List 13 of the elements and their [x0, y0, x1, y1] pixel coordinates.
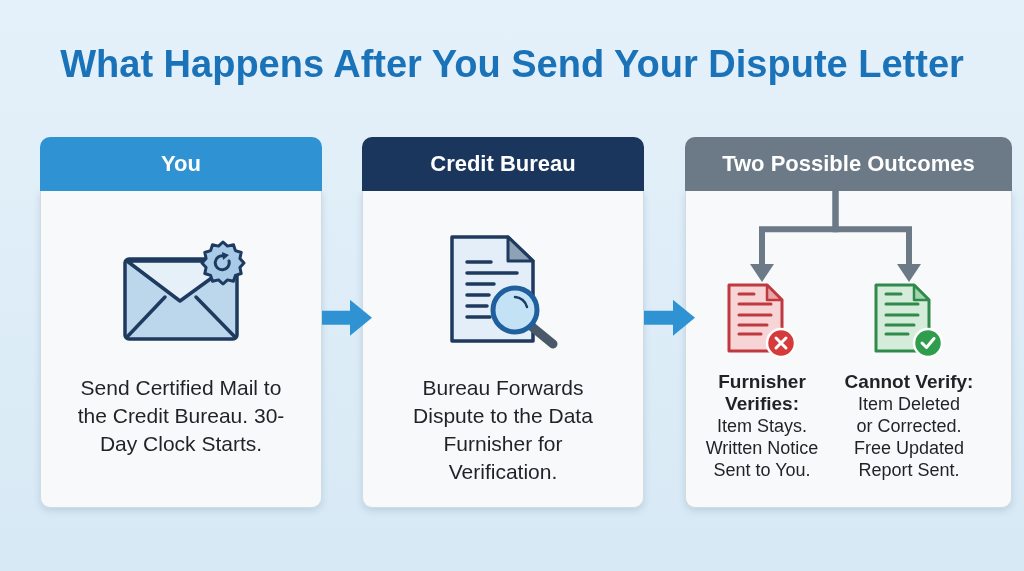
outcome-description: Item Stays. Written Notice Sent to You. — [704, 415, 820, 481]
title: What Happens After You Send Your Dispute Letter — [60, 42, 964, 87]
panel-header: Credit Bureau — [362, 137, 644, 191]
step-description: Bureau Forwards Dispute to the Data Furnisher for Verification. — [412, 375, 594, 485]
panel-header: You — [40, 137, 322, 191]
outcome-description: Item Deleted or Corrected. Free Updated Report Sent. — [852, 393, 966, 481]
outcome-heading: Furnisher Verifies: — [717, 371, 807, 415]
outcome-heading: Cannot Verify: — [844, 371, 974, 393]
step-description: Send Certified Mail to the Credit Bureau. 30-Day Clock Starts. — [76, 375, 286, 457]
arrow — [322, 299, 372, 336]
arrow — [644, 299, 695, 336]
arrow — [832, 191, 921, 282]
panel-header: Two Possible Outcomes — [685, 137, 1012, 191]
